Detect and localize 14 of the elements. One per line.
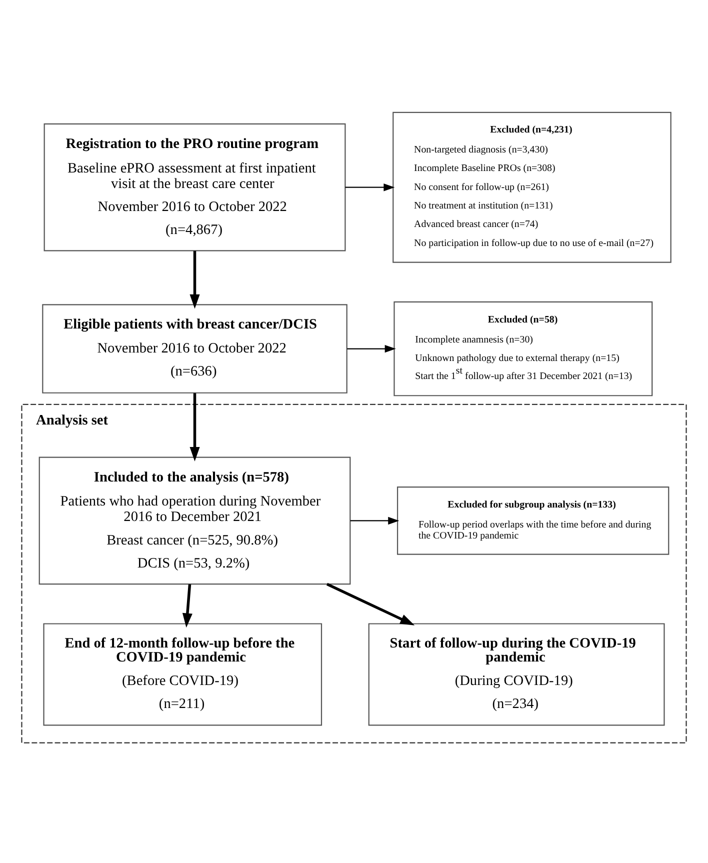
node-box: Excluded for subgroup analysis (n=133) Follow-up period overlaps with the time before and during the COVID-19 pandemic: [396, 486, 670, 554]
arrow: [190, 250, 200, 308]
arrow: [350, 516, 400, 524]
arrow: [347, 344, 396, 352]
arrow: [326, 582, 415, 625]
node-box: Included to the analysis (n=578) Patients who had operation during November 2016 to December 2021 Breast cancer (n=525, 90.8%) DCIS (n=53, 9.2%): [38, 456, 351, 584]
arrow: [345, 182, 395, 191]
arrow: [182, 584, 192, 628]
node-box: Excluded (n=4,231) Non-targeted diagnosis (n=3,430) Incomplete Baseline PROs (n=308) No consent for follow-up (n=261) No treatment at institution (n=131) Advanced breast cancer (n=74) No participation in follow-up due to no use of e-mail (n=27): [392, 111, 672, 262]
node-box: Registration to the PRO routine program Baseline ePRO assessment at first inpatient visit at the breast care center November 2016 to October 2022 (n=4,867): [44, 122, 346, 251]
node-box: End of 12-month follow-up before the COVID-19 pandemic (Before COVID-19) (n=211): [43, 622, 322, 726]
arrow: [190, 392, 200, 461]
node-box: Start of follow-up during the COVID-19 pandemic (During COVID-19) (n=234): [368, 622, 665, 726]
node-box: Eligible patients with breast cancer/DCIS November 2016 to October 2022 (n=636): [42, 304, 348, 393]
